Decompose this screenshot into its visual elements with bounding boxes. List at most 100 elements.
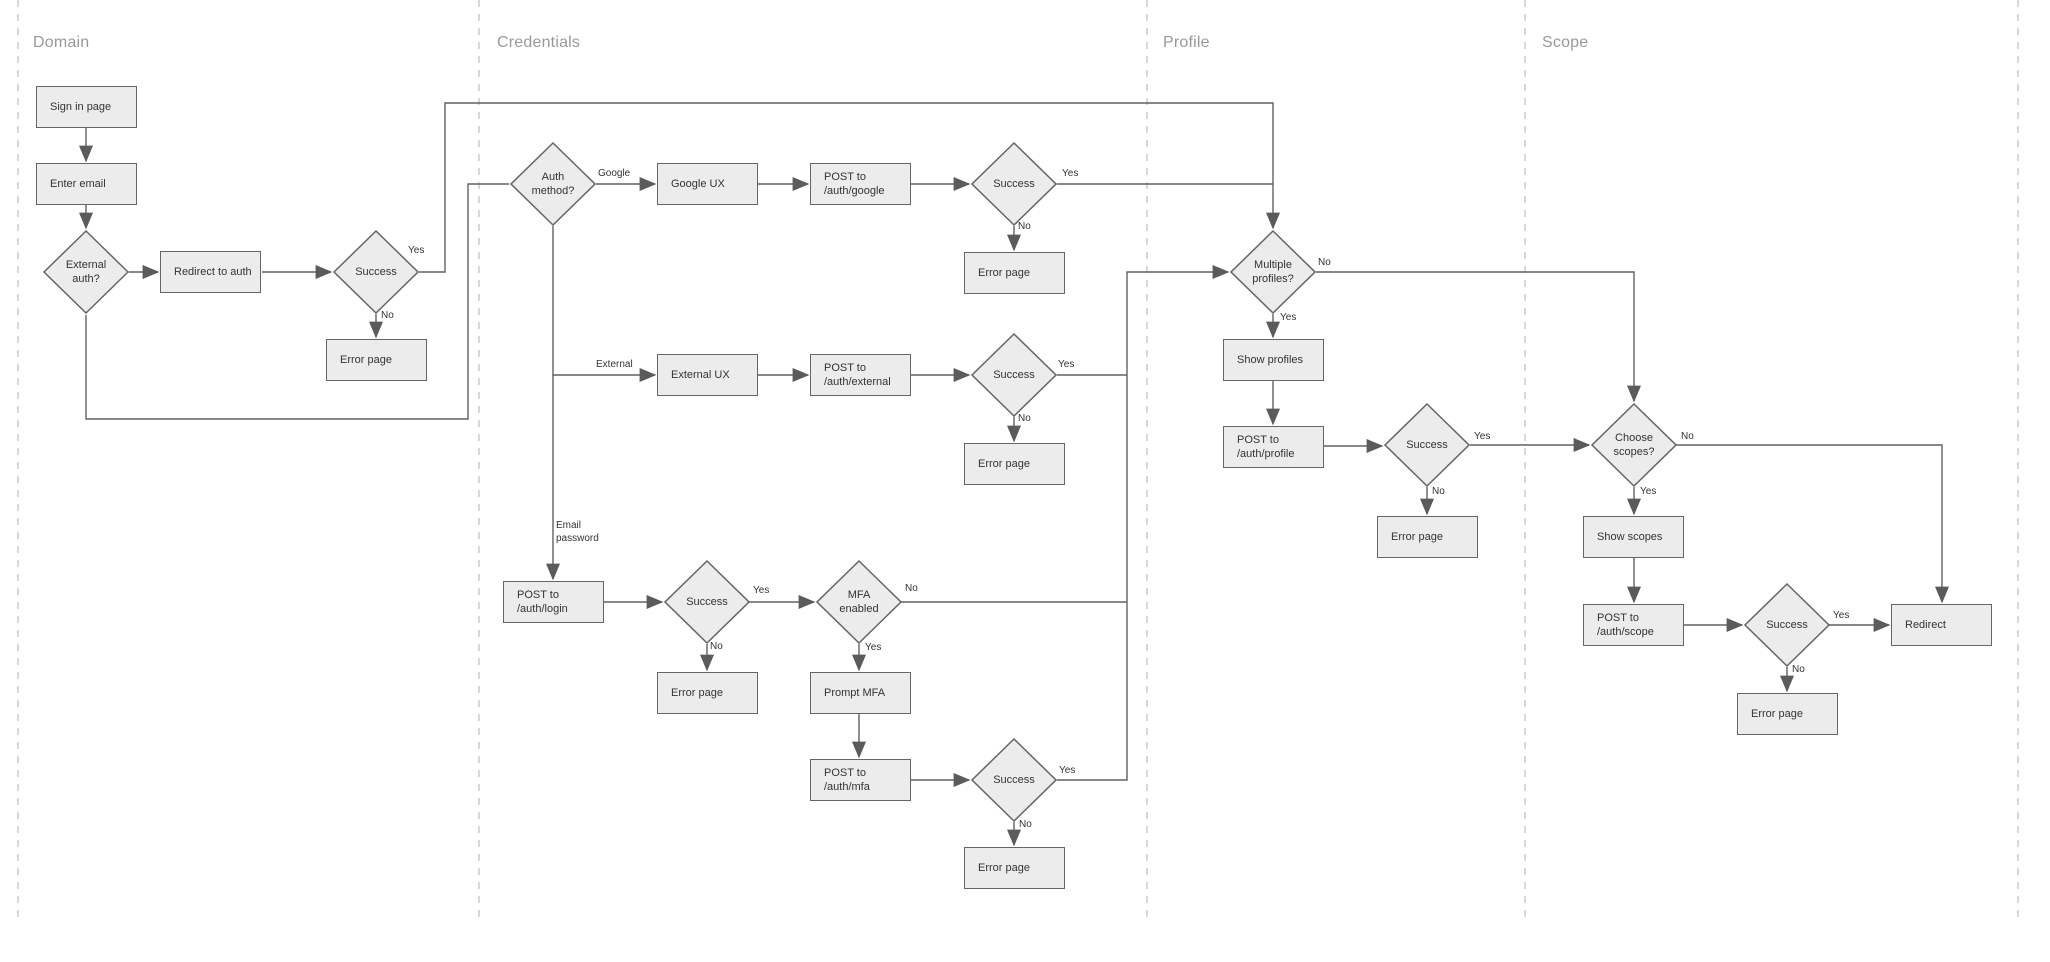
node-label: Choose scopes? xyxy=(1613,432,1655,458)
node-success-profile-decision[interactable]: Success xyxy=(1384,403,1470,487)
lane-header-credentials[interactable]: Credentials xyxy=(497,34,581,51)
node-label: Enter email xyxy=(50,178,106,190)
edge-label-external-success-no[interactable]: No xyxy=(1018,413,1031,424)
node-label: POST to /auth/profile xyxy=(1237,434,1295,460)
node-choose-scopes-decision[interactable]: Choose scopes? xyxy=(1591,403,1677,487)
node-redirect-to-auth[interactable]: Redirect to auth xyxy=(160,251,261,293)
node-label: Multiple profiles? xyxy=(1252,259,1294,285)
node-multiple-profiles-decision[interactable]: Multiple profiles? xyxy=(1230,230,1316,314)
edge-label-profile-success-yes[interactable]: Yes xyxy=(1474,431,1491,442)
edge-label-mfa-success-no[interactable]: No xyxy=(1019,819,1032,830)
node-label: Success xyxy=(1766,619,1808,631)
edge-label-profile-success-no[interactable]: No xyxy=(1432,486,1445,497)
node-enter-email[interactable]: Enter email xyxy=(36,163,137,205)
node-success-mfa-decision[interactable]: Success xyxy=(971,738,1057,822)
node-error-page-login[interactable]: Error page xyxy=(657,672,758,714)
edge-label-multiple-profiles-no[interactable]: No xyxy=(1318,257,1331,268)
lane-header-scope[interactable]: Scope xyxy=(1542,34,1589,51)
node-label: Error page xyxy=(978,862,1030,874)
node-sign-in-page[interactable]: Sign in page xyxy=(36,86,137,128)
node-mfa-enabled-decision[interactable]: MFA enabled xyxy=(816,560,902,644)
node-label: Redirect xyxy=(1905,619,1946,631)
edge-label-mfa-enabled-no[interactable]: No xyxy=(905,583,918,594)
diamond-shape xyxy=(1384,403,1470,487)
lane-header-domain[interactable]: Domain xyxy=(33,34,90,51)
edge-label-auth-external[interactable]: External xyxy=(596,359,633,370)
node-success-domain-decision[interactable]: Success xyxy=(333,230,419,314)
node-post-auth-mfa[interactable]: POST to /auth/mfa xyxy=(810,759,911,801)
node-label: Error page xyxy=(340,354,392,366)
node-post-auth-login[interactable]: POST to /auth/login xyxy=(503,581,604,623)
node-label: POST to /auth/login xyxy=(517,589,568,615)
node-external-ux[interactable]: External UX xyxy=(657,354,758,396)
node-label: Prompt MFA xyxy=(824,687,886,699)
node-label: External auth? xyxy=(65,259,107,285)
node-external-auth-decision[interactable]: External auth? xyxy=(43,230,129,314)
node-label: POST to /auth/mfa xyxy=(824,767,870,793)
node-post-auth-profile[interactable]: POST to /auth/profile xyxy=(1223,426,1324,468)
diamond-shape xyxy=(971,333,1057,417)
diamond-shape xyxy=(816,560,902,644)
diamond-shape xyxy=(971,142,1057,226)
node-label: Google UX xyxy=(671,178,725,190)
node-success-login-decision[interactable]: Success xyxy=(664,560,750,644)
edge-label-domain-success-no[interactable]: No xyxy=(381,310,394,321)
node-error-page-google[interactable]: Error page xyxy=(964,252,1065,294)
node-label: Error page xyxy=(671,687,723,699)
node-google-ux[interactable]: Google UX xyxy=(657,163,758,205)
node-label: Show profiles xyxy=(1237,354,1304,366)
node-post-auth-scope[interactable]: POST to /auth/scope xyxy=(1583,604,1684,646)
node-label: Success xyxy=(1406,439,1448,451)
node-label: Success xyxy=(993,774,1035,786)
edge-label-choose-scopes-yes[interactable]: Yes xyxy=(1640,486,1657,497)
edge-label-mfa-enabled-yes[interactable]: Yes xyxy=(865,642,882,653)
edge-label-login-success-no[interactable]: No xyxy=(710,641,723,652)
node-error-page-external[interactable]: Error page xyxy=(964,443,1065,485)
node-error-page-domain[interactable]: Error page xyxy=(326,339,427,381)
edge-label-domain-success-yes[interactable]: Yes xyxy=(408,245,425,256)
node-label: External UX xyxy=(671,369,730,381)
node-error-page-profile[interactable]: Error page xyxy=(1377,516,1478,558)
edge-label-google-success-no[interactable]: No xyxy=(1018,221,1031,232)
node-label: MFA enabled xyxy=(839,589,879,615)
diamond-shape xyxy=(43,230,129,314)
diamond-shape xyxy=(1744,583,1830,667)
edge-label-auth-email-password[interactable]: Email password xyxy=(556,520,599,544)
edge-label-multiple-profiles-yes[interactable]: Yes xyxy=(1280,312,1297,323)
diamond-shape xyxy=(664,560,750,644)
node-auth-method-decision[interactable]: Auth method? xyxy=(510,142,596,226)
edge-label-scope-success-no[interactable]: No xyxy=(1792,664,1805,675)
node-label: Error page xyxy=(978,458,1030,470)
edge-label-login-success-yes[interactable]: Yes xyxy=(753,585,770,596)
node-label: Auth method? xyxy=(531,171,575,197)
node-label: POST to /auth/external xyxy=(824,362,891,388)
node-success-scope-decision[interactable]: Success xyxy=(1744,583,1830,667)
node-label: Error page xyxy=(1751,708,1803,720)
diamond-shape xyxy=(510,142,596,226)
node-success-google-decision[interactable]: Success xyxy=(971,142,1057,226)
node-label: Error page xyxy=(978,267,1030,279)
node-show-profiles[interactable]: Show profiles xyxy=(1223,339,1324,381)
node-label: Error page xyxy=(1391,531,1443,543)
node-redirect[interactable]: Redirect xyxy=(1891,604,1992,646)
node-label: Success xyxy=(686,596,728,608)
diamond-shape xyxy=(1230,230,1316,314)
edge-label-mfa-success-yes[interactable]: Yes xyxy=(1059,765,1076,776)
lane-header-profile[interactable]: Profile xyxy=(1163,34,1210,51)
edge-label-scope-success-yes[interactable]: Yes xyxy=(1833,610,1850,621)
node-prompt-mfa[interactable]: Prompt MFA xyxy=(810,672,911,714)
node-success-external-decision[interactable]: Success xyxy=(971,333,1057,417)
node-error-page-mfa[interactable]: Error page xyxy=(964,847,1065,889)
edge-label-external-success-yes[interactable]: Yes xyxy=(1058,359,1075,370)
node-error-page-scope[interactable]: Error page xyxy=(1737,693,1838,735)
node-show-scopes[interactable]: Show scopes xyxy=(1583,516,1684,558)
node-post-auth-google[interactable]: POST to /auth/google xyxy=(810,163,911,205)
edge-label-choose-scopes-no[interactable]: No xyxy=(1681,431,1694,442)
node-post-auth-external[interactable]: POST to /auth/external xyxy=(810,354,911,396)
node-label: Redirect to auth xyxy=(174,266,252,278)
node-label: Sign in page xyxy=(50,101,112,113)
edge-label-auth-google[interactable]: Google xyxy=(598,168,631,179)
edge-label-google-success-yes[interactable]: Yes xyxy=(1062,168,1079,179)
node-label: POST to /auth/scope xyxy=(1597,612,1654,638)
diamond-shape xyxy=(1591,403,1677,487)
